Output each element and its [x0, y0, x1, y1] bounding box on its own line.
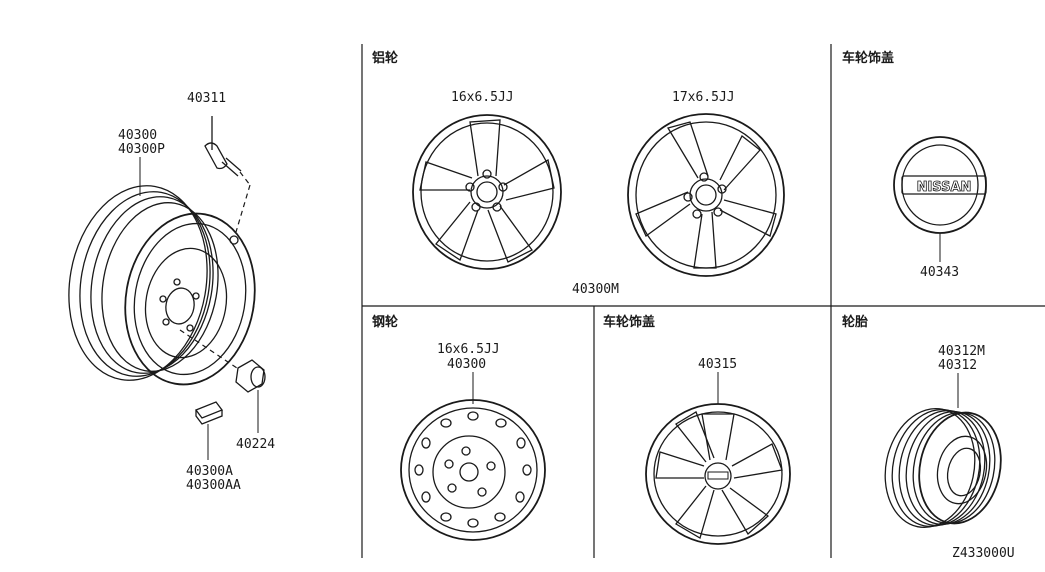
label-steel-part: 40300 — [447, 357, 486, 372]
section-title-tire: 轮胎 — [842, 314, 868, 330]
label-wheel-40300p: 40300P — [118, 142, 165, 157]
label-wheel-cover: 40315 — [698, 357, 737, 372]
label-center-cap: 40343 — [920, 265, 959, 280]
exploded-wheel — [68, 185, 256, 386]
section-title-alloy-wheel: 铝轮 — [372, 50, 398, 66]
label-wheel-40300: 40300 — [118, 128, 157, 143]
section-title-wheel-cover: 车轮饰盖 — [603, 314, 655, 330]
label-alloy-17-size: 17x6.5JJ — [672, 90, 735, 105]
valve-stem-icon — [204, 116, 251, 233]
label-lug-nut: 40224 — [236, 437, 275, 452]
lug-nut-icon — [179, 329, 266, 433]
label-tire-40312m: 40312M — [938, 344, 985, 359]
label-tire-40312: 40312 — [938, 358, 977, 373]
label-steel-size: 16x6.5JJ — [437, 342, 500, 357]
tire-icon — [884, 407, 1002, 529]
label-valve: 40311 — [187, 91, 226, 106]
label-weight-40300aa: 40300AA — [186, 478, 241, 493]
label-weight-40300a: 40300A — [186, 464, 233, 479]
section-dividers — [361, 44, 1045, 558]
alloy-wheel-17-icon — [627, 113, 785, 277]
section-title-steel-wheel: 钢轮 — [372, 314, 398, 330]
alloy-wheel-16-icon — [412, 114, 562, 270]
label-alloy-16-size: 16x6.5JJ — [451, 90, 514, 105]
diagram-id: Z433000U — [952, 546, 1015, 561]
steel-wheel-icon — [400, 399, 546, 541]
section-title-center-cap: 车轮饰盖 — [842, 50, 894, 66]
nissan-logo-text: NISSAN — [917, 180, 972, 195]
center-cap-icon: NISSAN — [893, 136, 987, 262]
wheel-cover-icon — [645, 403, 791, 545]
balance-weight-icon — [194, 401, 224, 460]
label-alloy-part: 40300M — [572, 282, 619, 297]
